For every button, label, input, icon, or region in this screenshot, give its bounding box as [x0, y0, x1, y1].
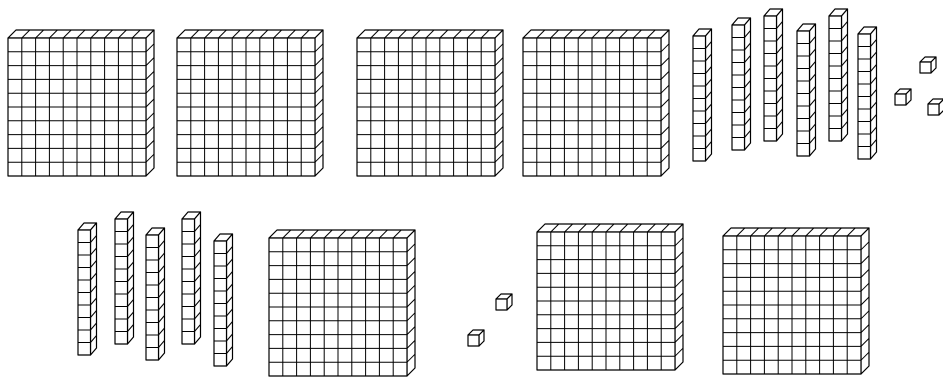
one-unit	[920, 57, 936, 73]
ten-rod	[182, 212, 201, 344]
hundred-flat	[269, 230, 415, 376]
ten-rod	[214, 234, 233, 366]
hundred-flat	[357, 30, 503, 176]
ten-rod	[797, 24, 816, 156]
ten-rod	[78, 223, 97, 355]
one-unit	[496, 294, 512, 310]
hundred-flat	[537, 224, 683, 370]
ten-rod	[829, 9, 848, 141]
hundred-flat	[8, 30, 154, 176]
ten-rod	[115, 212, 134, 344]
ten-rod	[146, 228, 165, 360]
one-unit	[928, 99, 943, 115]
hundred-flat	[177, 30, 323, 176]
hundred-flat	[723, 228, 869, 374]
hundred-flat	[523, 30, 669, 176]
one-unit	[468, 330, 484, 346]
ten-rod	[858, 27, 877, 159]
ten-rod	[693, 29, 712, 161]
ten-rod	[732, 18, 751, 150]
one-unit	[895, 89, 911, 105]
ten-rod	[764, 9, 783, 141]
